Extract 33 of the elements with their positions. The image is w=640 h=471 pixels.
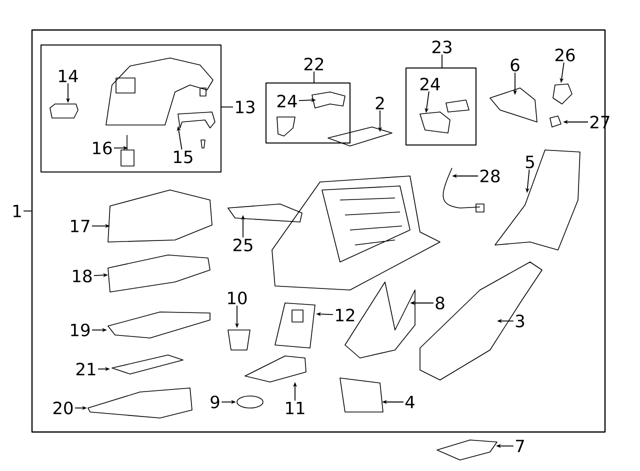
callout-number: 23 — [432, 40, 452, 54]
callout-number: 10 — [228, 292, 247, 304]
callout-number: 4 — [405, 396, 414, 408]
callout-number: 24 — [277, 94, 297, 108]
leader-line — [23, 210, 32, 212]
callout-number: 19 — [71, 324, 90, 336]
leader-line — [221, 106, 234, 108]
group-box — [406, 68, 476, 146]
callout-number: 16 — [93, 142, 112, 154]
callout-number: 28 — [480, 170, 500, 182]
group-box — [266, 82, 350, 144]
callout-number: 7 — [516, 440, 524, 452]
callout-number: 24 — [420, 78, 440, 90]
callout-number: 11 — [286, 402, 304, 414]
callout-number: 18 — [73, 270, 92, 282]
callout-number: 21 — [76, 362, 96, 376]
callout-number: 3 — [516, 314, 524, 328]
callout-number: 13 — [236, 100, 254, 114]
callout-number: 25 — [233, 238, 252, 252]
callout-number: 15 — [174, 150, 192, 164]
callout-number: 2 — [376, 96, 384, 110]
callout-number: 17 — [71, 220, 90, 232]
callout-number: 9 — [210, 396, 220, 408]
callout-number: 26 — [555, 48, 575, 62]
callout-number: 22 — [304, 58, 324, 70]
callout-number: 14 — [59, 70, 78, 82]
callout-number: 12 — [336, 308, 354, 322]
callout-number: 1 — [13, 204, 21, 218]
callout-number: 5 — [526, 156, 534, 168]
callout-number: 20 — [53, 402, 73, 414]
callout-number: 6 — [510, 58, 520, 72]
group-box — [40, 44, 222, 172]
callout-number: 8 — [436, 296, 444, 310]
